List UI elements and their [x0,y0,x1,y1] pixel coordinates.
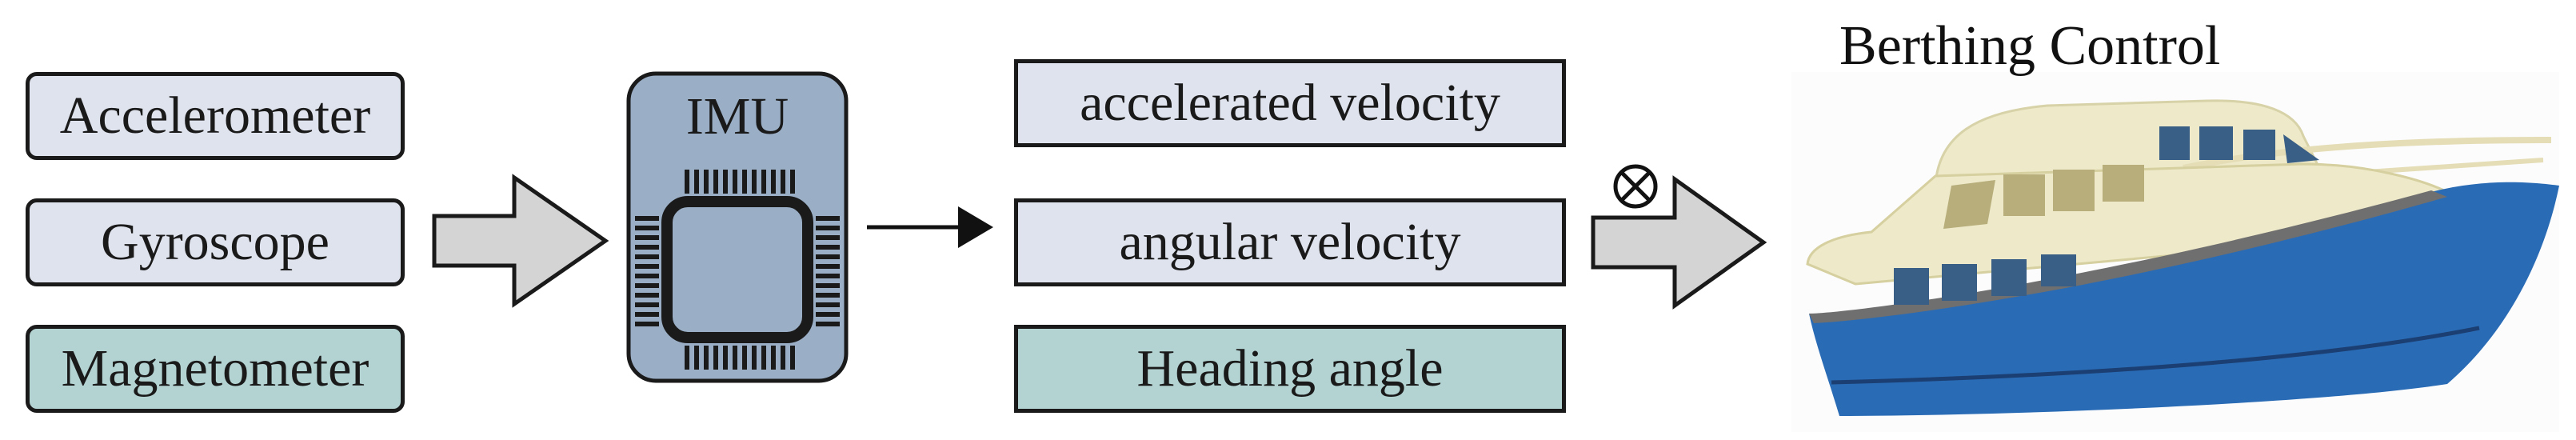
chip-pin [761,170,766,194]
chip-pin [771,170,776,194]
chip-pins-bottom [685,346,795,370]
chip-pin [635,226,659,230]
chip-pin [816,264,840,269]
chip-pin [635,254,659,259]
chip-pin [781,346,785,370]
chip-pin [635,322,659,326]
chip-pin [733,170,737,194]
chip-pin [816,254,840,259]
chip-pin [816,274,840,278]
input-arrow [432,174,609,308]
chip-die [661,196,813,343]
accelerated-velocity-label: accelerated velocity [1080,74,1500,132]
gyroscope-box: Gyroscope [26,198,405,286]
chip-pins-left [635,216,659,326]
magnetometer-label: Magnetometer [61,339,369,398]
chip-pin [752,170,757,194]
accelerated-velocity-box: accelerated velocity [1014,59,1566,147]
boat-icon [1806,99,2559,416]
angular-velocity-label: angular velocity [1119,213,1461,271]
chip-pin [694,346,699,370]
chip-pin [685,346,689,370]
control-arrow [1591,175,1767,310]
berthing-control-title: Berthing Control [1839,15,2221,77]
chip-pin [742,170,747,194]
chip-pin [635,216,659,221]
circled-times-icon [1613,164,1658,209]
chip-pin [694,170,699,194]
chip-pin [723,346,728,370]
chip-pin [816,293,840,298]
chip-pin [816,322,840,326]
angular-velocity-box: angular velocity [1014,198,1566,286]
chip-pin [816,245,840,250]
imu-chip [626,71,849,383]
chip-pin [723,170,728,194]
chip-pin [771,346,776,370]
chip-pin [713,346,718,370]
chip-pin [635,274,659,278]
chip-pin [704,346,709,370]
chip-pin [635,235,659,240]
chip-pin [713,170,718,194]
chip-pin [816,216,840,221]
heading-angle-box: Heading angle [1014,325,1566,413]
chip-pin [752,346,757,370]
chip-pin [635,293,659,298]
chip-pin [761,346,766,370]
chip-pin [816,302,840,307]
chip-pins-right [816,216,840,326]
chip-pin [790,170,795,194]
chip-pin [704,170,709,194]
chip-pin [816,226,840,230]
chip-pin [742,346,747,370]
chip-pin [816,312,840,317]
magnetometer-box: Magnetometer [26,325,405,413]
accelerometer-box: Accelerometer [26,72,405,160]
accelerometer-label: Accelerometer [59,86,371,145]
chip-pin [790,346,795,370]
chip-pins-top [685,170,795,194]
imu-label: IMU [685,87,789,146]
heading-angle-label: Heading angle [1136,339,1444,398]
chip-pin [635,312,659,317]
chip-pin [685,170,689,194]
chip-pin [635,283,659,288]
chip-pin [635,245,659,250]
output-arrow-head [958,206,993,248]
chip-pin [635,302,659,307]
chip-pin [733,346,737,370]
chip-pin [816,235,840,240]
gyroscope-label: Gyroscope [101,213,329,271]
chip-pin [816,283,840,288]
chip-pin [635,264,659,269]
chip-pin [781,170,785,194]
